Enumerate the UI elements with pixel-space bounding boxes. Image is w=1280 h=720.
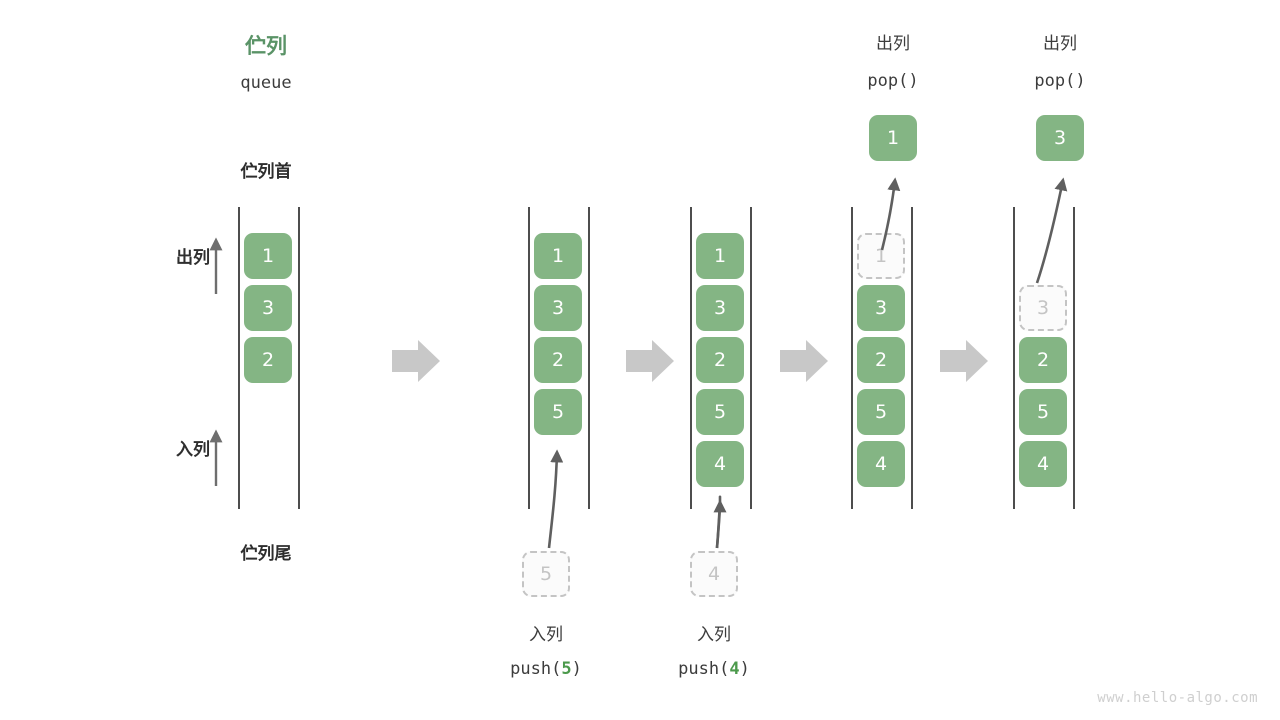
queue-rail-right-stage-3 xyxy=(911,207,913,509)
queue-cell: 5 xyxy=(1019,389,1067,435)
push4-caption-cn: 入列 xyxy=(697,625,731,645)
queue-rail-left-stage-4 xyxy=(1013,207,1015,509)
popped-ghost-cell: 1 xyxy=(857,233,905,279)
pop1-caption-cn: 出列 xyxy=(876,34,910,54)
push5-arrow xyxy=(547,449,564,549)
push4-arrow xyxy=(713,495,727,549)
queue-front-label: 伫列首 xyxy=(240,162,292,182)
queue-cell: 5 xyxy=(696,389,744,435)
queue-cell: 2 xyxy=(857,337,905,383)
step-arrow-icon xyxy=(626,340,674,382)
queue-cell: 3 xyxy=(857,285,905,331)
pop3-caption-cn: 出列 xyxy=(1043,34,1077,54)
queue-rail-right-stage-2 xyxy=(750,207,752,509)
push4-caption-code: push(4) xyxy=(644,656,784,682)
step-arrow-icon xyxy=(780,340,828,382)
step-arrow-icon xyxy=(392,340,440,382)
queue-rail-right-stage-4 xyxy=(1073,207,1075,509)
push5-code-suffix: ) xyxy=(571,659,582,679)
queue-cell: 2 xyxy=(696,337,744,383)
popped-value-cell: 3 xyxy=(1036,115,1084,161)
enqueue-label: 入列 xyxy=(176,440,210,460)
pop3-arrow xyxy=(1035,177,1068,284)
queue-cell: 5 xyxy=(534,389,582,435)
step-arrow-icon xyxy=(940,340,988,382)
queue-rail-left-stage-2 xyxy=(690,207,692,509)
watermark: www.hello-algo.com xyxy=(1097,690,1258,706)
queue-cell: 3 xyxy=(244,285,292,331)
incoming-ghost-cell: 4 xyxy=(690,551,738,597)
diagram-title-cn: 伫列 xyxy=(245,34,287,58)
queue-rail-left-stage-1 xyxy=(528,207,530,509)
dequeue-label: 出列 xyxy=(176,248,210,268)
pop1-caption-code: pop() xyxy=(867,71,919,91)
queue-cell: 5 xyxy=(857,389,905,435)
push4-code-suffix: ) xyxy=(739,659,750,679)
queue-rail-right-stage-1 xyxy=(588,207,590,509)
push4-code-prefix: push( xyxy=(678,659,730,679)
queue-rail-right-stage-0 xyxy=(298,207,300,509)
queue-rear-label: 伫列尾 xyxy=(240,544,292,564)
pop3-caption-code: pop() xyxy=(1034,71,1086,91)
incoming-ghost-cell: 5 xyxy=(522,551,570,597)
queue-cell: 1 xyxy=(534,233,582,279)
queue-cell: 1 xyxy=(244,233,292,279)
popped-ghost-cell: 3 xyxy=(1019,285,1067,331)
push4-code-num: 4 xyxy=(729,659,740,679)
queue-cell: 3 xyxy=(534,285,582,331)
diagram-title-en: queue xyxy=(240,73,292,93)
push5-caption-cn: 入列 xyxy=(529,625,563,645)
queue-rail-left-stage-0 xyxy=(238,207,240,509)
queue-cell: 4 xyxy=(857,441,905,487)
queue-cell: 4 xyxy=(1019,441,1067,487)
queue-cell: 2 xyxy=(244,337,292,383)
queue-rail-left-stage-3 xyxy=(851,207,853,509)
popped-value-cell: 1 xyxy=(869,115,917,161)
queue-cell: 2 xyxy=(534,337,582,383)
queue-cell: 3 xyxy=(696,285,744,331)
push5-caption-code: push(5) xyxy=(476,656,616,682)
queue-cell: 2 xyxy=(1019,337,1067,383)
queue-cell: 1 xyxy=(696,233,744,279)
queue-cell: 4 xyxy=(696,441,744,487)
push5-code-prefix: push( xyxy=(510,659,562,679)
push5-code-num: 5 xyxy=(561,659,572,679)
